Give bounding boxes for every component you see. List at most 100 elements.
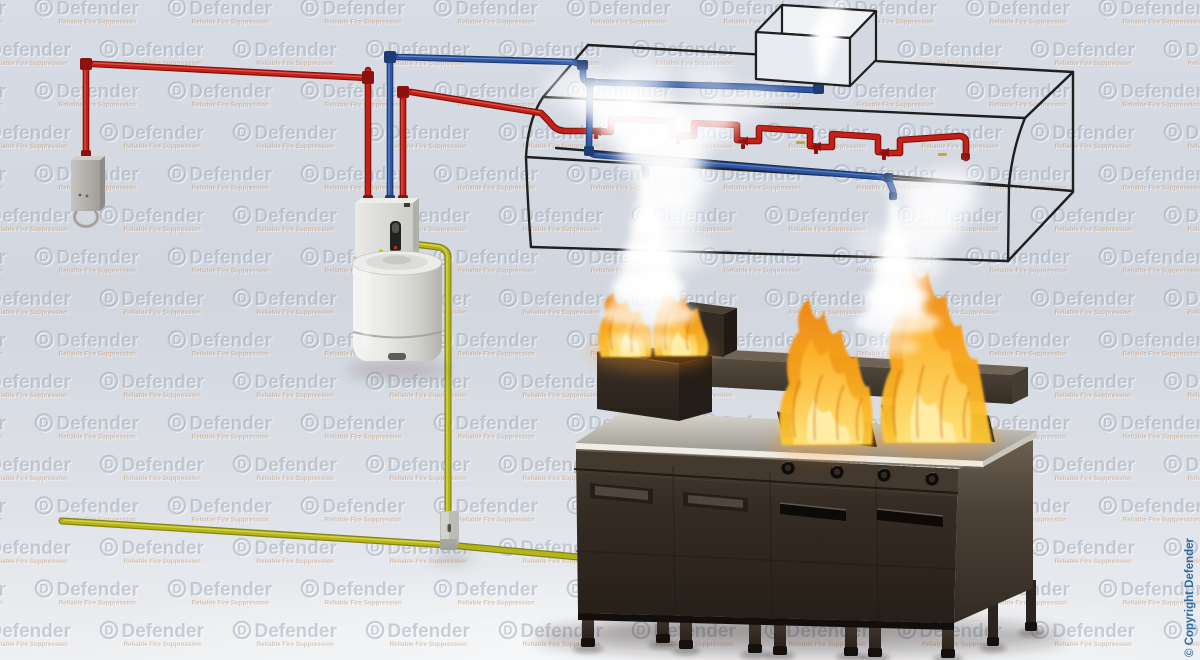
svg-text:Defender: Defender (590, 0, 673, 21)
svg-text:Defender: Defender (856, 83, 939, 104)
svg-text:D: D (1168, 541, 1177, 555)
svg-text:Defender: Defender (722, 331, 805, 352)
svg-text:Defender: Defender (123, 622, 206, 643)
svg-text:Defender: Defender (1053, 455, 1136, 476)
svg-text:D: D (172, 333, 181, 347)
svg-text:Reliable Fire Suppression: Reliable Fire Suppression (325, 434, 402, 441)
svg-text:Reliable Fire Suppression: Reliable Fire Suppression (922, 60, 999, 67)
svg-text:Defender: Defender (190, 248, 273, 269)
svg-text:Defender: Defender (989, 249, 1072, 270)
svg-text:Reliable Fire Suppression: Reliable Fire Suppression (125, 144, 202, 151)
svg-text:Reliable Fire Suppression: Reliable Fire Suppression (459, 518, 536, 525)
svg-text:D: D (438, 167, 447, 181)
svg-text:D: D (1103, 582, 1112, 596)
svg-text:Defender: Defender (58, 415, 141, 436)
svg-text:D: D (503, 624, 512, 638)
svg-text:Defender: Defender (255, 123, 338, 144)
svg-text:Reliable Fire Suppression: Reliable Fire Suppression (990, 351, 1067, 358)
svg-text:Defender: Defender (0, 40, 71, 61)
svg-text:Reliable Fire Suppression: Reliable Fire Suppression (1188, 309, 1200, 316)
svg-text:D: D (370, 624, 379, 638)
svg-text:D: D (305, 84, 314, 98)
svg-text:Reliable Fire Suppression: Reliable Fire Suppression (923, 310, 1000, 317)
svg-text:Reliable Fire Suppression: Reliable Fire Suppression (724, 185, 801, 192)
svg-text:Reliable Fire Suppression: Reliable Fire Suppression (193, 103, 270, 110)
svg-text:Reliable Fire Suppression: Reliable Fire Suppression (59, 434, 136, 441)
svg-text:Defender: Defender (58, 0, 141, 21)
svg-text:Defender: Defender (190, 580, 273, 601)
svg-text:D: D (771, 210, 780, 224)
svg-text:D: D (503, 126, 512, 140)
svg-text:Reliable Fire Suppression: Reliable Fire Suppression (458, 351, 535, 358)
svg-text:D: D (440, 251, 449, 265)
svg-text:D: D (505, 293, 514, 307)
svg-text:D: D (237, 375, 246, 389)
svg-text:Reliable Fire Suppression: Reliable Fire Suppression (1124, 352, 1200, 359)
svg-text:Reliable Fire Suppression: Reliable Fire Suppression (390, 60, 467, 67)
svg-text:Reliable Fire Suppression: Reliable Fire Suppression (390, 475, 467, 482)
svg-text:Defender: Defender (255, 538, 338, 559)
svg-text:Reliable Fire Suppression: Reliable Fire Suppression (193, 20, 270, 27)
svg-text:Defender: Defender (122, 621, 205, 642)
svg-text:D: D (1105, 168, 1114, 182)
svg-text:Reliable Fire Suppression: Reliable Fire Suppression (391, 227, 468, 234)
svg-text:D: D (1035, 209, 1044, 223)
svg-text:Defender: Defender (0, 207, 73, 228)
svg-text:Defender: Defender (787, 289, 870, 310)
svg-text:D: D (307, 334, 316, 348)
svg-text:Defender: Defender (122, 40, 205, 61)
svg-text:D: D (839, 85, 848, 99)
svg-text:Reliable Fire Suppression: Reliable Fire Suppression (326, 186, 403, 193)
svg-text:Reliable Fire Suppression: Reliable Fire Suppression (523, 309, 600, 316)
svg-text:Defender: Defender (122, 289, 205, 310)
svg-text:D: D (571, 333, 580, 347)
svg-text:Defender: Defender (255, 621, 338, 642)
svg-text:Reliable Fire Suppression: Reliable Fire Suppression (724, 19, 801, 26)
svg-text:Reliable Fire Suppression: Reliable Fire Suppression (1124, 103, 1200, 110)
svg-text:D: D (41, 2, 50, 16)
svg-text:Reliable Fire Suppression: Reliable Fire Suppression (124, 641, 201, 648)
svg-text:D: D (573, 168, 582, 182)
svg-text:Reliable Fire Suppression: Reliable Fire Suppression (257, 226, 334, 233)
svg-text:D: D (438, 582, 447, 596)
svg-text:D: D (106, 127, 115, 141)
svg-text:D: D (370, 541, 379, 555)
svg-text:Defender: Defender (323, 580, 406, 601)
svg-text:D: D (372, 44, 381, 58)
svg-text:D: D (1103, 416, 1112, 430)
svg-text:Defender: Defender (191, 415, 274, 436)
svg-text:D: D (41, 334, 50, 348)
svg-text:Defender: Defender (457, 332, 540, 353)
range-legs (581, 580, 1037, 658)
svg-text:Defender: Defender (324, 581, 407, 602)
svg-text:Defender: Defender (122, 123, 205, 144)
svg-text:Defender: Defender (58, 332, 141, 353)
svg-text:D: D (769, 126, 778, 140)
svg-text:D: D (571, 416, 580, 430)
svg-text:Reliable Fire Suppression: Reliable Fire Suppression (124, 309, 201, 316)
svg-text:Reliable Fire Suppression: Reliable Fire Suppression (1123, 19, 1200, 26)
range-right-face (954, 440, 1033, 623)
svg-text:D: D (1105, 500, 1114, 514)
svg-text:D: D (372, 542, 381, 556)
svg-text:D: D (39, 1, 48, 15)
svg-text:Defender: Defender (1122, 581, 1200, 602)
svg-text:Defender: Defender (191, 498, 274, 519)
svg-text:D: D (174, 2, 183, 16)
svg-text:Defender: Defender (0, 166, 8, 187)
svg-text:D: D (438, 1, 447, 15)
svg-text:D: D (503, 458, 512, 472)
